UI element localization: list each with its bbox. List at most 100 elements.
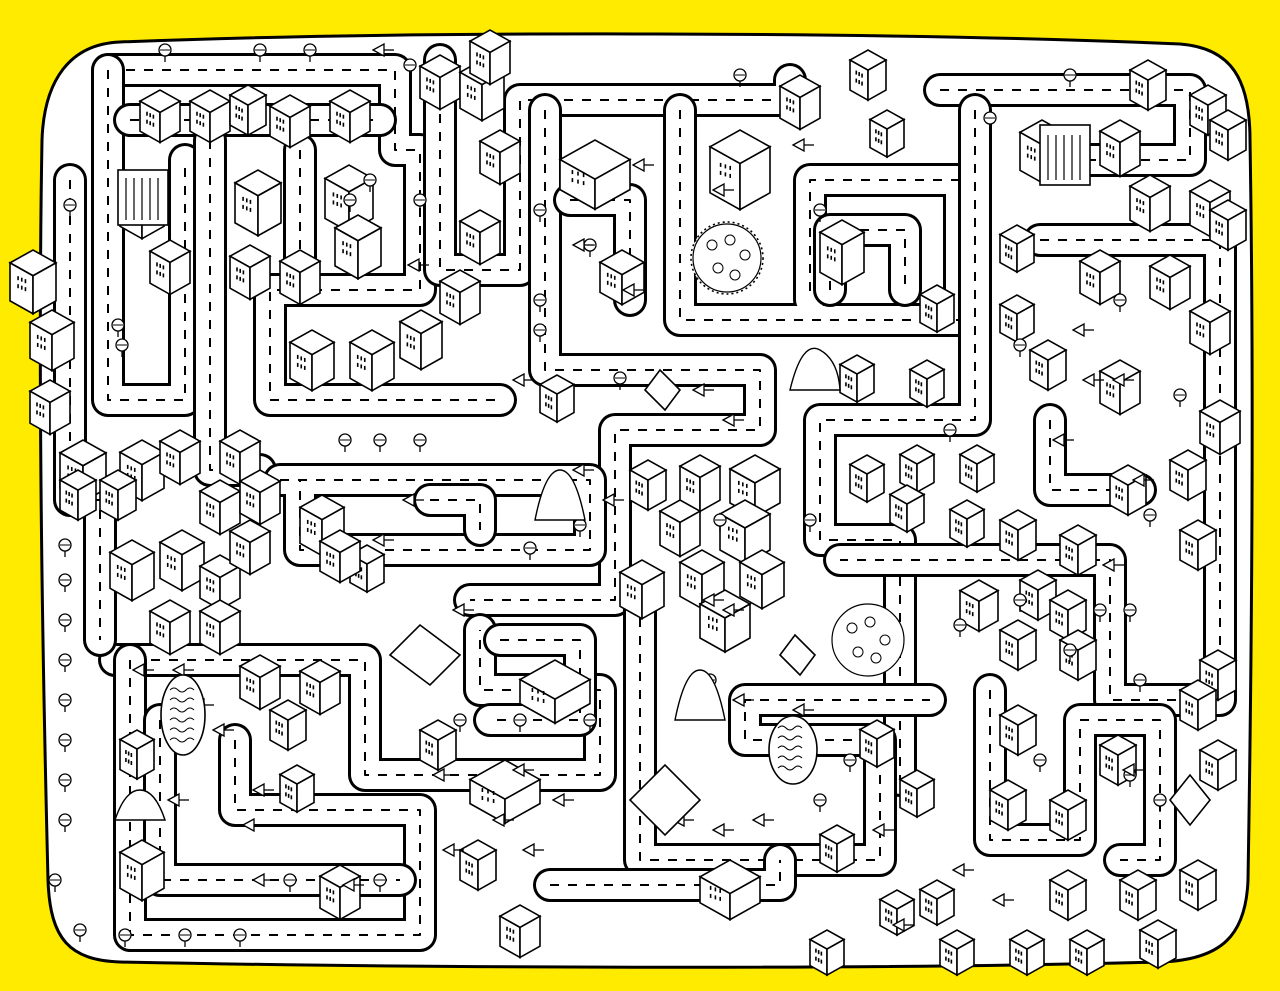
isometric-building-icon bbox=[1148, 254, 1192, 311]
isometric-building-icon bbox=[228, 84, 268, 137]
round-park-icon bbox=[690, 221, 764, 295]
isometric-building-icon bbox=[318, 529, 362, 584]
arrow-bush-icon bbox=[691, 382, 714, 398]
arrow-bush-icon bbox=[751, 812, 774, 828]
isometric-building-icon bbox=[1178, 519, 1218, 572]
isometric-building-icon bbox=[268, 699, 308, 752]
isometric-building-icon bbox=[118, 839, 166, 903]
round-tree-icon bbox=[58, 733, 72, 752]
arrow-bush-icon bbox=[241, 817, 264, 833]
isometric-building-icon bbox=[228, 244, 272, 301]
arrow-bush-icon bbox=[1081, 372, 1104, 388]
isometric-building-icon bbox=[808, 929, 846, 977]
isometric-building-icon bbox=[878, 889, 916, 937]
isometric-building-icon bbox=[498, 904, 542, 959]
isometric-building-icon bbox=[28, 379, 72, 436]
round-tree-icon bbox=[111, 318, 125, 337]
isometric-building-icon bbox=[318, 864, 362, 921]
isometric-building-icon bbox=[958, 579, 1000, 633]
isometric-building-icon bbox=[998, 224, 1036, 274]
isometric-building-icon bbox=[888, 484, 926, 534]
arrow-bush-icon bbox=[791, 137, 814, 153]
isometric-building-icon bbox=[538, 374, 576, 424]
isometric-building-icon bbox=[998, 704, 1038, 757]
isometric-building-icon bbox=[333, 214, 383, 281]
isometric-building-icon bbox=[938, 929, 976, 977]
arrow-bush-icon bbox=[251, 782, 274, 798]
arrow-bush-icon bbox=[171, 662, 194, 678]
isometric-building-icon bbox=[268, 94, 312, 149]
isometric-building-icon bbox=[1208, 109, 1248, 162]
buildings-layer bbox=[8, 29, 1248, 977]
round-tree-icon bbox=[58, 693, 72, 712]
isometric-building-icon bbox=[848, 49, 888, 102]
isometric-building-icon bbox=[858, 719, 896, 769]
isometric-building-icon bbox=[1058, 524, 1098, 577]
isometric-building-icon bbox=[698, 859, 762, 921]
isometric-building-icon bbox=[298, 494, 346, 558]
road-segment bbox=[91, 53, 517, 417]
isometric-building-icon bbox=[1128, 59, 1168, 112]
arrow-bush-icon bbox=[166, 792, 189, 808]
isometric-building-icon bbox=[988, 779, 1028, 832]
arrow-bush-icon bbox=[991, 892, 1014, 908]
arrow-bush-icon bbox=[601, 492, 624, 508]
round-tree-icon bbox=[983, 111, 997, 130]
isometric-building-icon bbox=[948, 499, 986, 549]
isometric-building-icon bbox=[348, 329, 396, 393]
arrow-bush-icon bbox=[131, 662, 154, 678]
isometric-building-icon bbox=[898, 769, 936, 819]
arrow-bush-icon bbox=[401, 492, 424, 508]
arrow-bush-icon bbox=[571, 237, 594, 253]
isometric-building-icon bbox=[958, 444, 996, 494]
round-park-icon bbox=[831, 603, 905, 677]
round-tree-icon bbox=[813, 203, 827, 222]
round-tree-icon bbox=[115, 338, 129, 357]
isometric-building-icon bbox=[198, 599, 242, 656]
isometric-building-icon bbox=[1048, 789, 1088, 842]
arrow-bush-icon bbox=[1101, 557, 1124, 573]
isometric-building-icon bbox=[1168, 449, 1208, 502]
trees-layer bbox=[48, 42, 1187, 947]
round-tree-icon bbox=[513, 713, 527, 732]
isometric-building-icon bbox=[138, 89, 182, 144]
round-tree-icon bbox=[1173, 388, 1187, 407]
isometric-building-icon bbox=[118, 729, 156, 781]
diamond-plaza-icon bbox=[388, 623, 462, 687]
diamond-plaza-icon bbox=[1168, 773, 1212, 827]
isometric-building-icon bbox=[158, 529, 206, 593]
round-tree-icon bbox=[733, 68, 747, 87]
round-tree-icon bbox=[363, 173, 377, 192]
arrow-bush-icon bbox=[341, 877, 364, 893]
isometric-building-icon bbox=[1188, 299, 1232, 356]
arrow-bush-icon bbox=[701, 592, 724, 608]
round-tree-icon bbox=[583, 713, 597, 732]
round-tree-icon bbox=[63, 198, 77, 217]
round-tree-icon bbox=[1123, 603, 1137, 622]
isometric-building-icon bbox=[708, 129, 772, 211]
round-tree-icon bbox=[118, 928, 132, 947]
isometric-building-icon bbox=[233, 169, 283, 238]
isometric-building-icon bbox=[678, 454, 722, 513]
arrow-bush-icon bbox=[891, 917, 914, 933]
isometric-building-icon bbox=[28, 309, 76, 373]
dotted-hill-icon bbox=[789, 347, 841, 391]
round-tree-icon bbox=[48, 873, 62, 892]
oval-pond-icon bbox=[768, 715, 818, 785]
isometric-building-icon bbox=[438, 269, 482, 326]
isometric-building-icon bbox=[58, 469, 98, 522]
arrow-bush-icon bbox=[951, 862, 974, 878]
isometric-building-icon bbox=[1138, 919, 1178, 970]
arrow-bush-icon bbox=[571, 462, 594, 478]
round-tree-icon bbox=[58, 538, 72, 557]
isometric-building-icon bbox=[1068, 929, 1106, 977]
isometric-building-icon bbox=[418, 719, 458, 772]
arrow-bush-icon bbox=[371, 42, 394, 58]
isometric-building-icon bbox=[398, 309, 444, 371]
round-tree-icon bbox=[1143, 508, 1157, 527]
isometric-building-icon bbox=[1178, 859, 1218, 912]
isometric-building-icon bbox=[108, 539, 156, 603]
isometric-building-icon bbox=[918, 879, 956, 927]
